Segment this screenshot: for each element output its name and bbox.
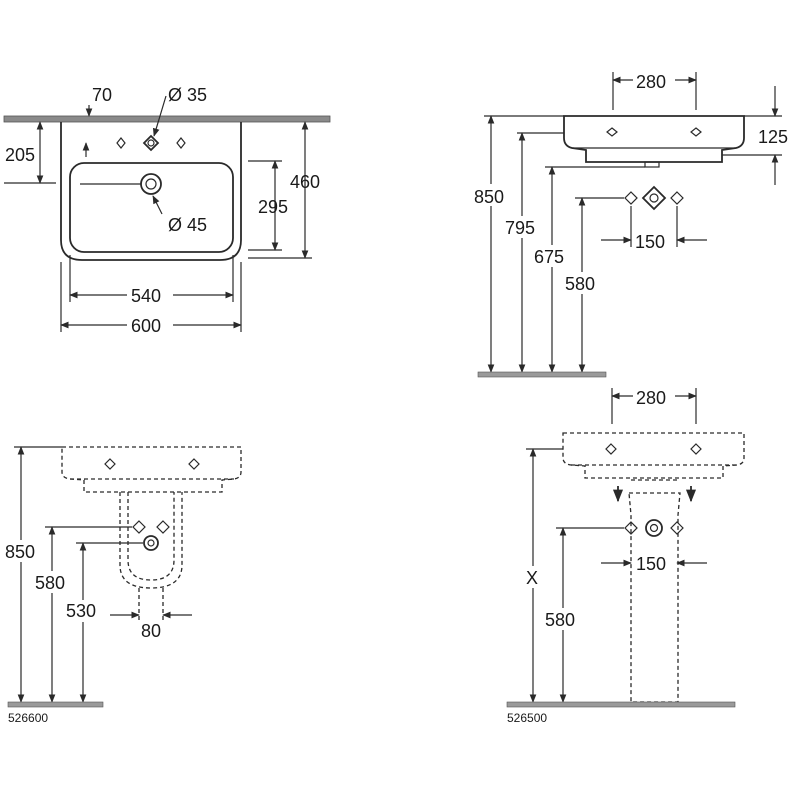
dim-295-label: 295 <box>258 197 288 217</box>
supply-connections-icon <box>624 519 684 537</box>
supply-connections-icon <box>624 185 684 211</box>
basin-dashed <box>562 432 745 479</box>
dim-540-label: 540 <box>131 286 161 306</box>
tap-hole-right-icon <box>690 443 702 455</box>
dim-280-label: 280 <box>636 72 666 92</box>
dim-675-label: 675 <box>534 247 564 267</box>
dim-280-label: 280 <box>636 388 666 408</box>
tap-hole-left-icon <box>104 458 116 470</box>
dim-80-label: 80 <box>141 621 161 641</box>
drain-stub <box>644 161 660 168</box>
dim-580-label: 580 <box>35 573 65 593</box>
dim-150-label: 150 <box>635 232 665 252</box>
dim-d35-label: Ø 35 <box>168 85 207 105</box>
tap-hole-left-icon <box>606 127 618 137</box>
tap-hole-icon <box>116 134 186 152</box>
dim-600-label: 600 <box>131 316 161 336</box>
floor-strip <box>506 701 736 708</box>
dim-150-label: 150 <box>636 554 666 574</box>
dim-850-label: 850 <box>474 187 504 207</box>
supply-connections-icon <box>132 520 170 551</box>
dim-530-label: 530 <box>66 601 96 621</box>
half-pedestal-view: 850 580 530 80 526600 <box>3 446 242 725</box>
floor-strip <box>7 701 104 708</box>
dim-580-label: 580 <box>565 274 595 294</box>
dim-795-label: 795 <box>505 218 535 238</box>
tap-hole-left-icon <box>605 443 617 455</box>
dim-d45-label: Ø 45 <box>168 215 207 235</box>
dim-850-label: 850 <box>5 542 35 562</box>
dim-580-label: 580 <box>545 610 575 630</box>
basin-front <box>563 115 745 163</box>
dim-d45-leader <box>152 195 163 215</box>
floor-strip <box>477 371 607 378</box>
product-code: 526500 <box>507 711 547 725</box>
dim-70-label: 70 <box>92 85 112 105</box>
wall-strip <box>3 115 331 123</box>
tap-hole-right-icon <box>188 458 200 470</box>
drain-icon <box>140 173 162 195</box>
dim-460-label: 460 <box>290 172 320 192</box>
dim-205-label: 205 <box>5 145 35 165</box>
basin-dashed <box>61 446 242 493</box>
dim-125-label: 125 <box>758 127 788 147</box>
product-code: 526600 <box>8 711 48 725</box>
basin-outline <box>60 122 242 261</box>
full-pedestal-view: 280 150 X 580 526500 <box>506 386 745 725</box>
bowl-outline <box>69 162 234 253</box>
dim-x-label: X <box>526 568 538 588</box>
dim-d35-leader <box>152 95 167 137</box>
tap-hole-right-icon <box>690 127 702 137</box>
wall-view: 280 125 850 795 675 580 <box>472 70 788 378</box>
top-view: 70 Ø 35 205 460 295 Ø 45 540 600 <box>3 85 331 336</box>
